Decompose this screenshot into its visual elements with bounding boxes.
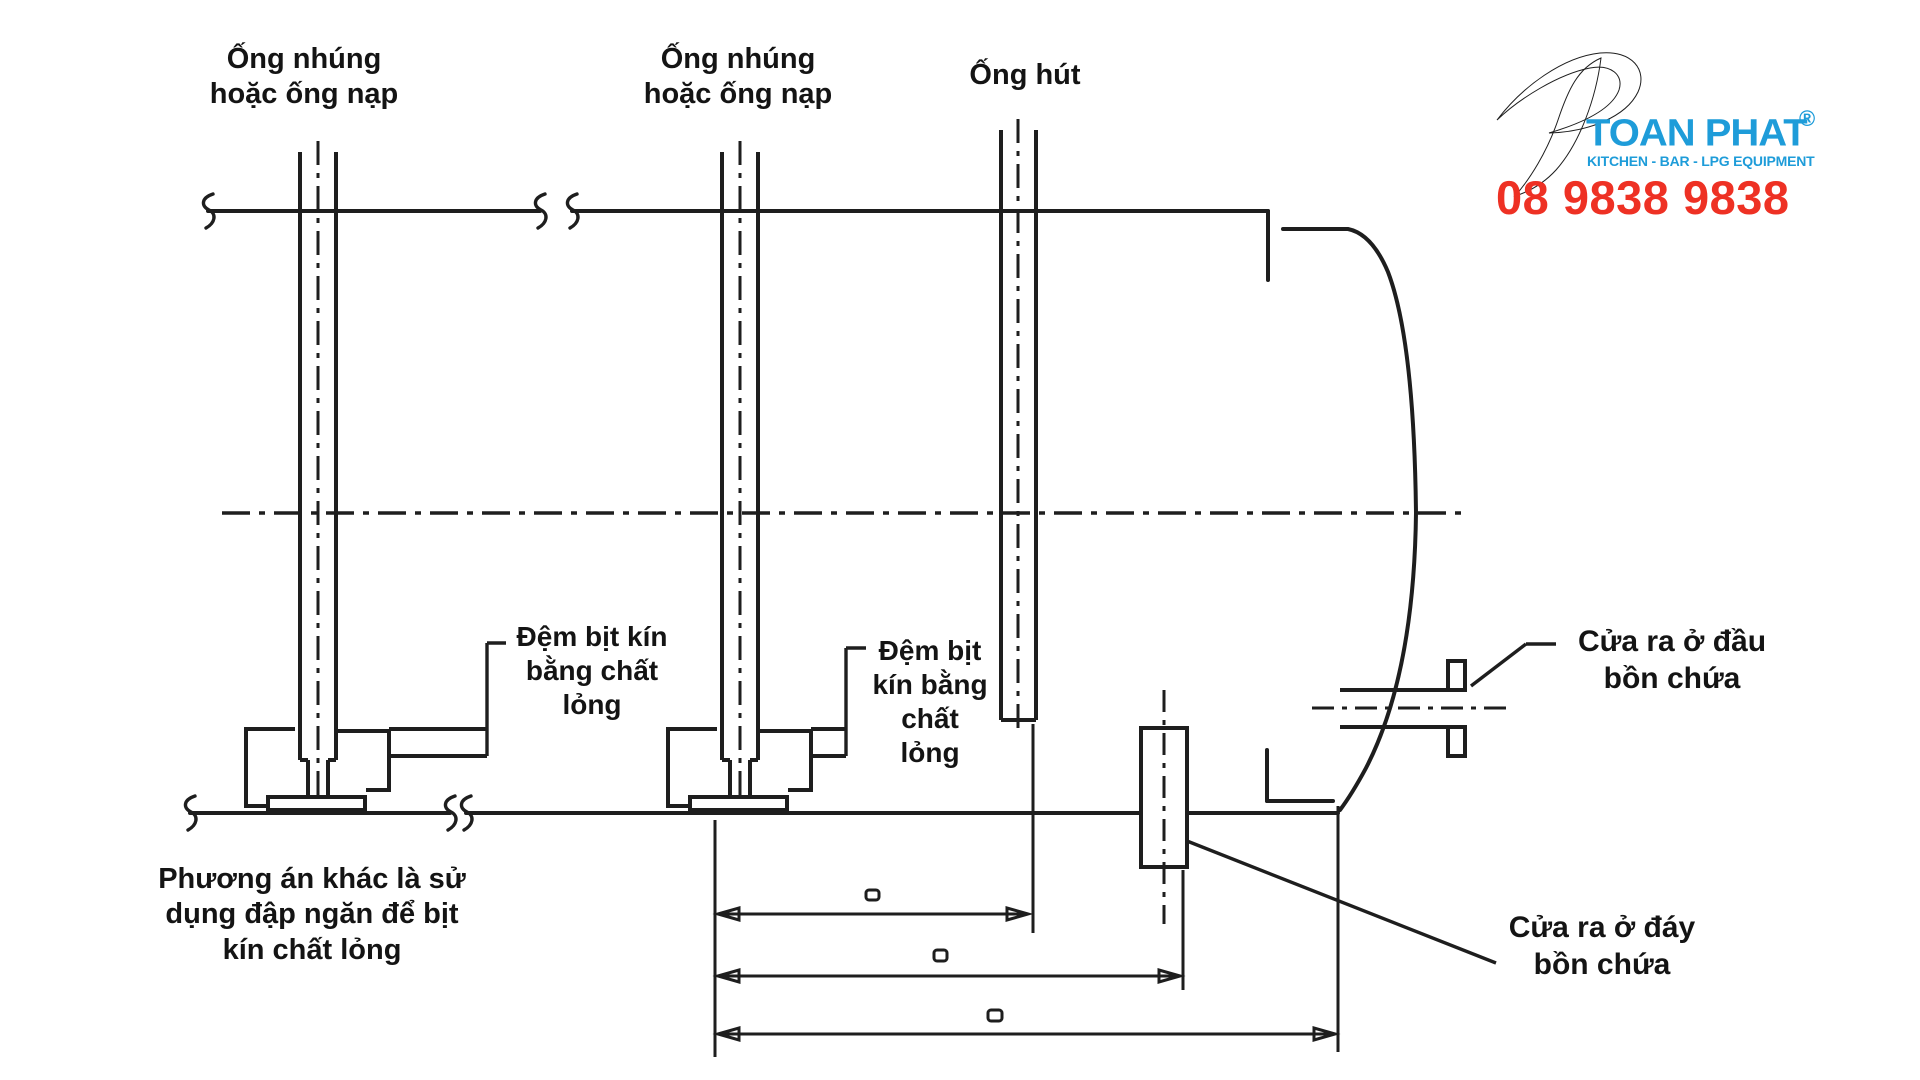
head-outlet-flange-top: [1446, 659, 1467, 692]
pipe1-base-plate: [266, 795, 367, 812]
label-dip-pipe-1: Ống nhúng hoặc ống nạp: [209, 43, 399, 111]
arrowhead: [712, 906, 741, 922]
p-swoosh-icon: [1496, 52, 1642, 198]
logo-phone-number: 08 9838 9838: [1496, 171, 1790, 224]
suction-pipe: [999, 119, 1038, 933]
label-liquid-seal-2: Đệm bịt kín bằng chất lỏng: [872, 635, 988, 769]
logo-brand-text: TOAN PHAT: [1586, 112, 1808, 155]
registered-trademark-icon: ®: [1799, 106, 1816, 131]
bottom-outlet-leader-line: [1186, 839, 1497, 965]
break-mark: [443, 794, 458, 832]
head-outlet-flange-bottom: [1446, 725, 1467, 758]
pipe2-base-plate: [688, 795, 789, 812]
pipe2-seal-box-right: [760, 729, 813, 792]
label-suction-pipe: Ống hút: [969, 59, 1081, 91]
arrowhead: [712, 968, 741, 984]
label-alternative-baffle: Phương án khác là sử dụng đập ngăn để bị…: [158, 863, 466, 966]
bottom-outlet: [1139, 690, 1497, 990]
break-mark: [533, 192, 548, 230]
break-mark: [183, 794, 198, 832]
dimension-mark-3: [986, 1008, 1004, 1023]
arrowhead: [712, 1026, 741, 1042]
dip-pipe-2: [666, 141, 866, 812]
label-bottom-outlet: Cửa ra ở đáy bồn chứa: [1508, 911, 1696, 981]
head-outlet-leader-line: [1469, 642, 1528, 688]
logo-tagline: KITCHEN - BAR - LPG EQUIPMENT: [1587, 153, 1815, 169]
break-mark: [459, 794, 474, 832]
dimension-mark-2: [932, 948, 949, 963]
pipe2-seal-box-left: [666, 727, 717, 808]
label-dip-pipe-2: Ống nhúng hoặc ống nạp: [643, 43, 833, 111]
dimension-lines: [712, 806, 1341, 1057]
tank-outline: [183, 192, 1419, 832]
pipe1-seal-box-right: [338, 729, 391, 792]
break-mark: [201, 192, 216, 230]
label-liquid-seal-1: Đệm bịt kín bằng chất lỏng: [516, 621, 668, 721]
arrowhead: [1005, 906, 1034, 922]
break-mark: [565, 192, 580, 230]
dip-pipe-1: [244, 141, 506, 812]
tank-head-curve: [1281, 227, 1419, 812]
pipe1-seal-box-left: [244, 727, 295, 808]
arrowhead: [1312, 1026, 1341, 1042]
head-outlet: [1312, 642, 1556, 758]
label-head-outlet: Cửa ra ở đầu bồn chứa: [1577, 625, 1767, 695]
arrowhead: [1157, 968, 1186, 984]
dimension-mark-1: [864, 888, 881, 902]
